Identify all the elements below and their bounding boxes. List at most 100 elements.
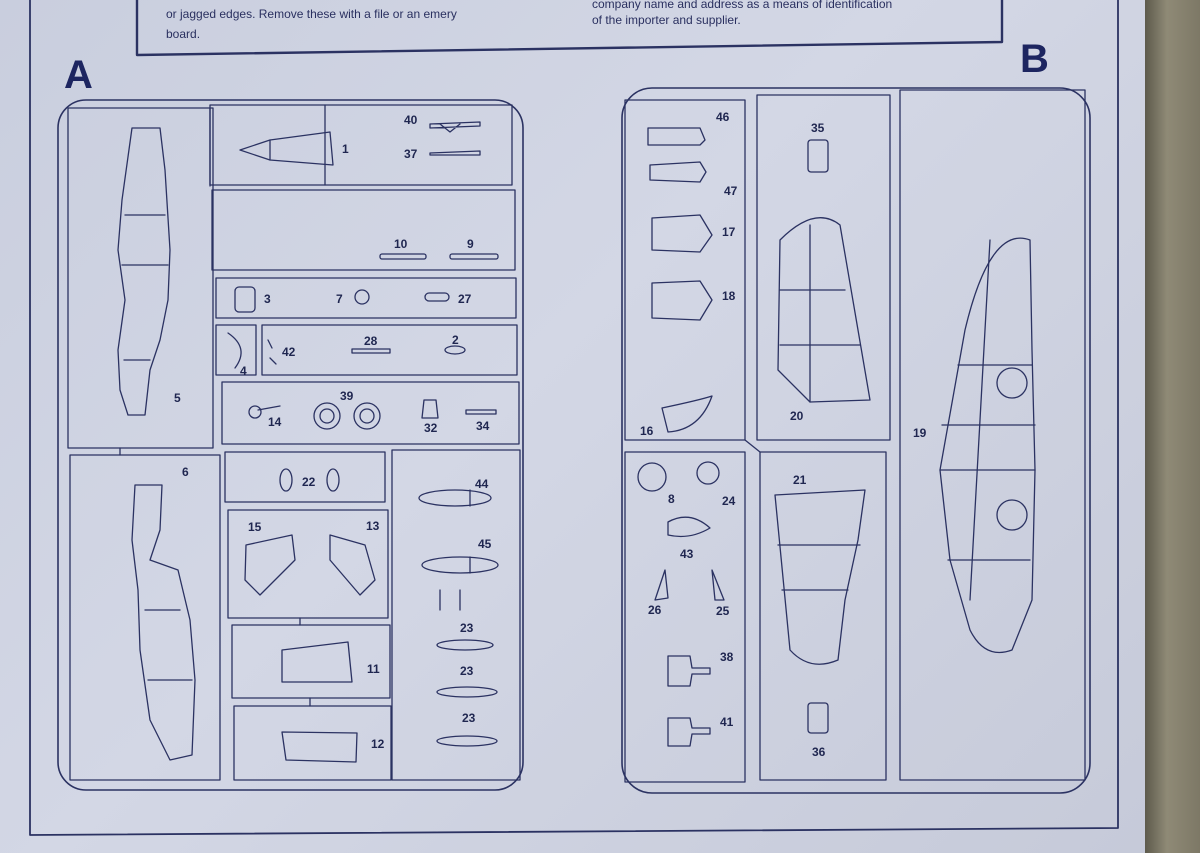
page-border — [29, 0, 1119, 836]
part-label-43: 43 — [680, 547, 694, 561]
part-label-41: 41 — [720, 715, 734, 729]
part-label-35: 35 — [811, 121, 825, 135]
part-23-bomb-3 — [436, 735, 498, 747]
part-label-44: 44 — [475, 477, 489, 491]
part-4-curve — [227, 332, 242, 369]
part-39-wheel-right — [353, 402, 381, 430]
note-left-line1: or jagged edges. Remove these with a fil… — [166, 7, 457, 21]
part-28-strip — [351, 348, 391, 354]
part-35-block — [807, 139, 829, 173]
part-label-24: 24 — [722, 494, 736, 508]
part-label-3: 3 — [264, 292, 271, 306]
part-38-pitot — [667, 655, 711, 687]
part-19-wing — [939, 237, 1036, 654]
part-label-42: 42 — [282, 345, 296, 359]
part-label-47: 47 — [724, 184, 738, 198]
part-45-drop-tank — [421, 556, 499, 574]
part-40-bomb — [429, 121, 481, 133]
part-label-13: 13 — [366, 519, 380, 533]
part-label-45: 45 — [478, 537, 492, 551]
part-label-39: 39 — [340, 389, 354, 403]
part-label-40: 40 — [404, 113, 418, 127]
part-46-cowl — [647, 127, 706, 146]
part-label-11: 11 — [367, 662, 380, 676]
part-label-38: 38 — [720, 650, 734, 664]
part-label-18: 18 — [722, 289, 736, 303]
part-36-block — [807, 702, 829, 734]
part-13-leg-door — [329, 534, 376, 596]
part-label-16: 16 — [640, 424, 654, 438]
part-label-23-b: 23 — [460, 664, 474, 678]
part-1-cowl — [239, 131, 334, 166]
part-42-bracket — [267, 339, 277, 365]
part-label-25: 25 — [716, 604, 730, 618]
part-22-left — [279, 468, 293, 492]
part-20-wing — [777, 217, 871, 403]
part-label-19: 19 — [913, 426, 927, 440]
part-11-flap — [281, 641, 353, 683]
part-12-flap — [281, 731, 358, 763]
part-10-strip — [379, 253, 427, 260]
part-label-37: 37 — [404, 147, 418, 161]
sprue-b-letter: B — [1020, 37, 1049, 81]
note-right-line2: of the importer and supplier. — [592, 13, 741, 27]
notes-box — [135, 0, 1004, 57]
part-22-right — [326, 468, 340, 492]
part-label-2: 2 — [452, 333, 459, 347]
part-25-strut — [711, 569, 725, 601]
part-41-pitot — [667, 717, 711, 747]
part-label-22: 22 — [302, 475, 316, 489]
part-label-32: 32 — [424, 421, 438, 435]
part-label-1: 1 — [342, 142, 349, 156]
part-9-strip — [449, 253, 499, 260]
part-27-drop — [424, 292, 450, 302]
part-6-fuselage-half — [131, 484, 196, 761]
part-label-7: 7 — [336, 292, 343, 306]
part-label-21: 21 — [793, 473, 807, 487]
part-44-drop-tank — [418, 489, 492, 507]
part-8-wheel — [637, 462, 667, 492]
part-label-9: 9 — [467, 237, 474, 251]
part-37-antenna — [429, 150, 481, 156]
part-label-23-c: 23 — [462, 711, 476, 725]
part-24-rim — [696, 461, 720, 485]
part-label-36: 36 — [812, 745, 826, 759]
part-5-fuselage-half — [117, 127, 171, 416]
sprue-a-letter: A — [64, 53, 93, 97]
part-15-leg-door — [244, 534, 296, 596]
sprue-a-frame — [57, 99, 524, 791]
part-label-34: 34 — [476, 419, 490, 433]
part-39-wheel-left — [313, 402, 341, 430]
part-21-wing — [774, 489, 866, 665]
part-label-14: 14 — [268, 415, 282, 429]
part-32-small — [421, 399, 439, 419]
part-label-15: 15 — [248, 520, 262, 534]
part-label-10: 10 — [394, 237, 408, 251]
table-background — [1145, 0, 1200, 853]
sprue-b-frame — [621, 87, 1091, 794]
part-23-bomb-2 — [436, 686, 498, 698]
part-label-17: 17 — [722, 225, 736, 239]
part-3-block — [234, 286, 256, 313]
part-14-hub — [248, 405, 262, 419]
part-26-strut — [654, 569, 669, 601]
part-17-bay — [651, 214, 713, 253]
part-34-strip — [465, 409, 497, 415]
part-2-lens — [444, 345, 466, 355]
part-label-4: 4 — [240, 364, 247, 378]
instruction-sheet — [0, 0, 1145, 853]
part-18-bay — [651, 280, 713, 321]
part-16-canopy — [661, 395, 713, 433]
part-label-5: 5 — [174, 391, 181, 405]
part-label-8: 8 — [668, 492, 675, 506]
part-43-drop — [667, 516, 711, 538]
part-7-disc — [354, 289, 370, 305]
part-label-6: 6 — [182, 465, 189, 479]
note-left-line2: board. — [166, 27, 200, 41]
part-label-46: 46 — [716, 110, 730, 124]
sprue-diagram: or jagged edges. Remove these with a fil… — [29, 0, 1119, 836]
part-label-28: 28 — [364, 334, 378, 348]
part-label-23-a: 23 — [460, 621, 474, 635]
part-47-cowl — [649, 161, 707, 183]
note-right-line1: company name and address as a means of i… — [592, 0, 892, 11]
